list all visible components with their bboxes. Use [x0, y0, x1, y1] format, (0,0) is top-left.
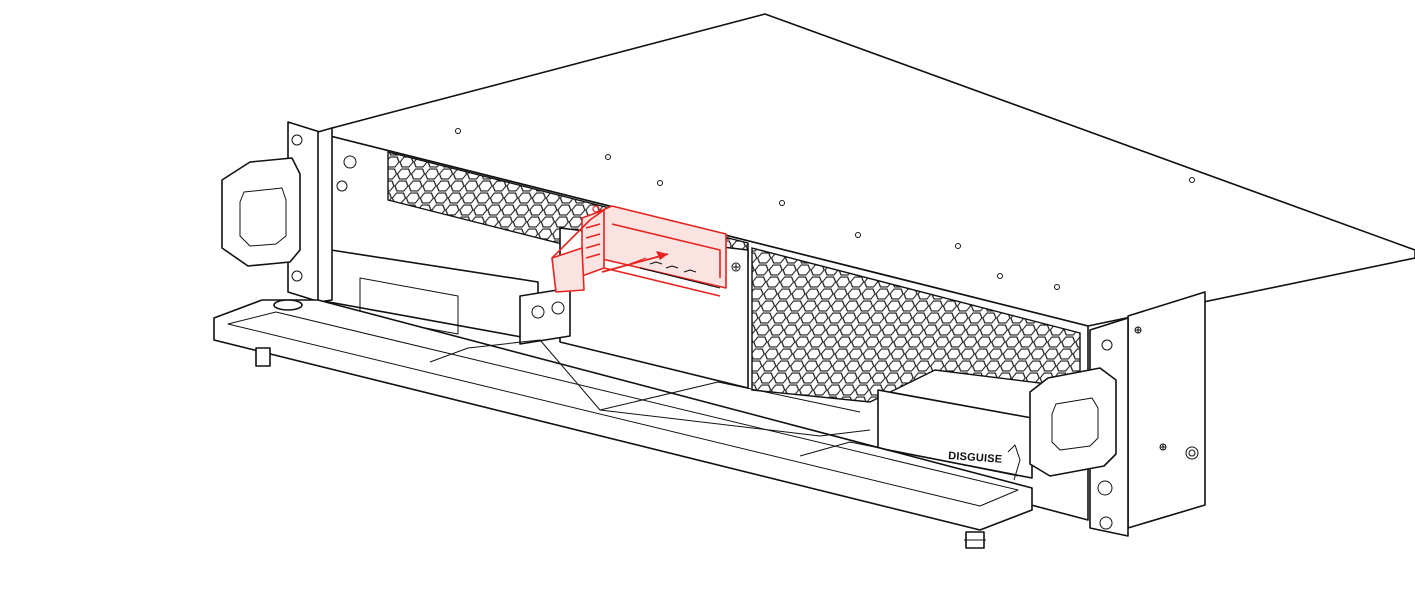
insertion-arrow-icon: [601, 251, 669, 273]
front-bezel-tray: [213, 299, 1033, 549]
honeycomb-vent-right: [751, 247, 1081, 403]
top-screws: [455, 128, 1195, 290]
right-drive-module: DISGUISE: [877, 389, 1033, 481]
highlighted-module-icon: [551, 205, 727, 297]
handle-left-icon: [221, 157, 301, 267]
chassis-right-side: [1127, 291, 1206, 529]
handle-right-icon: [1029, 367, 1117, 477]
front-label: DISGUISE: [948, 450, 1003, 466]
left-drive-module: [317, 247, 571, 345]
